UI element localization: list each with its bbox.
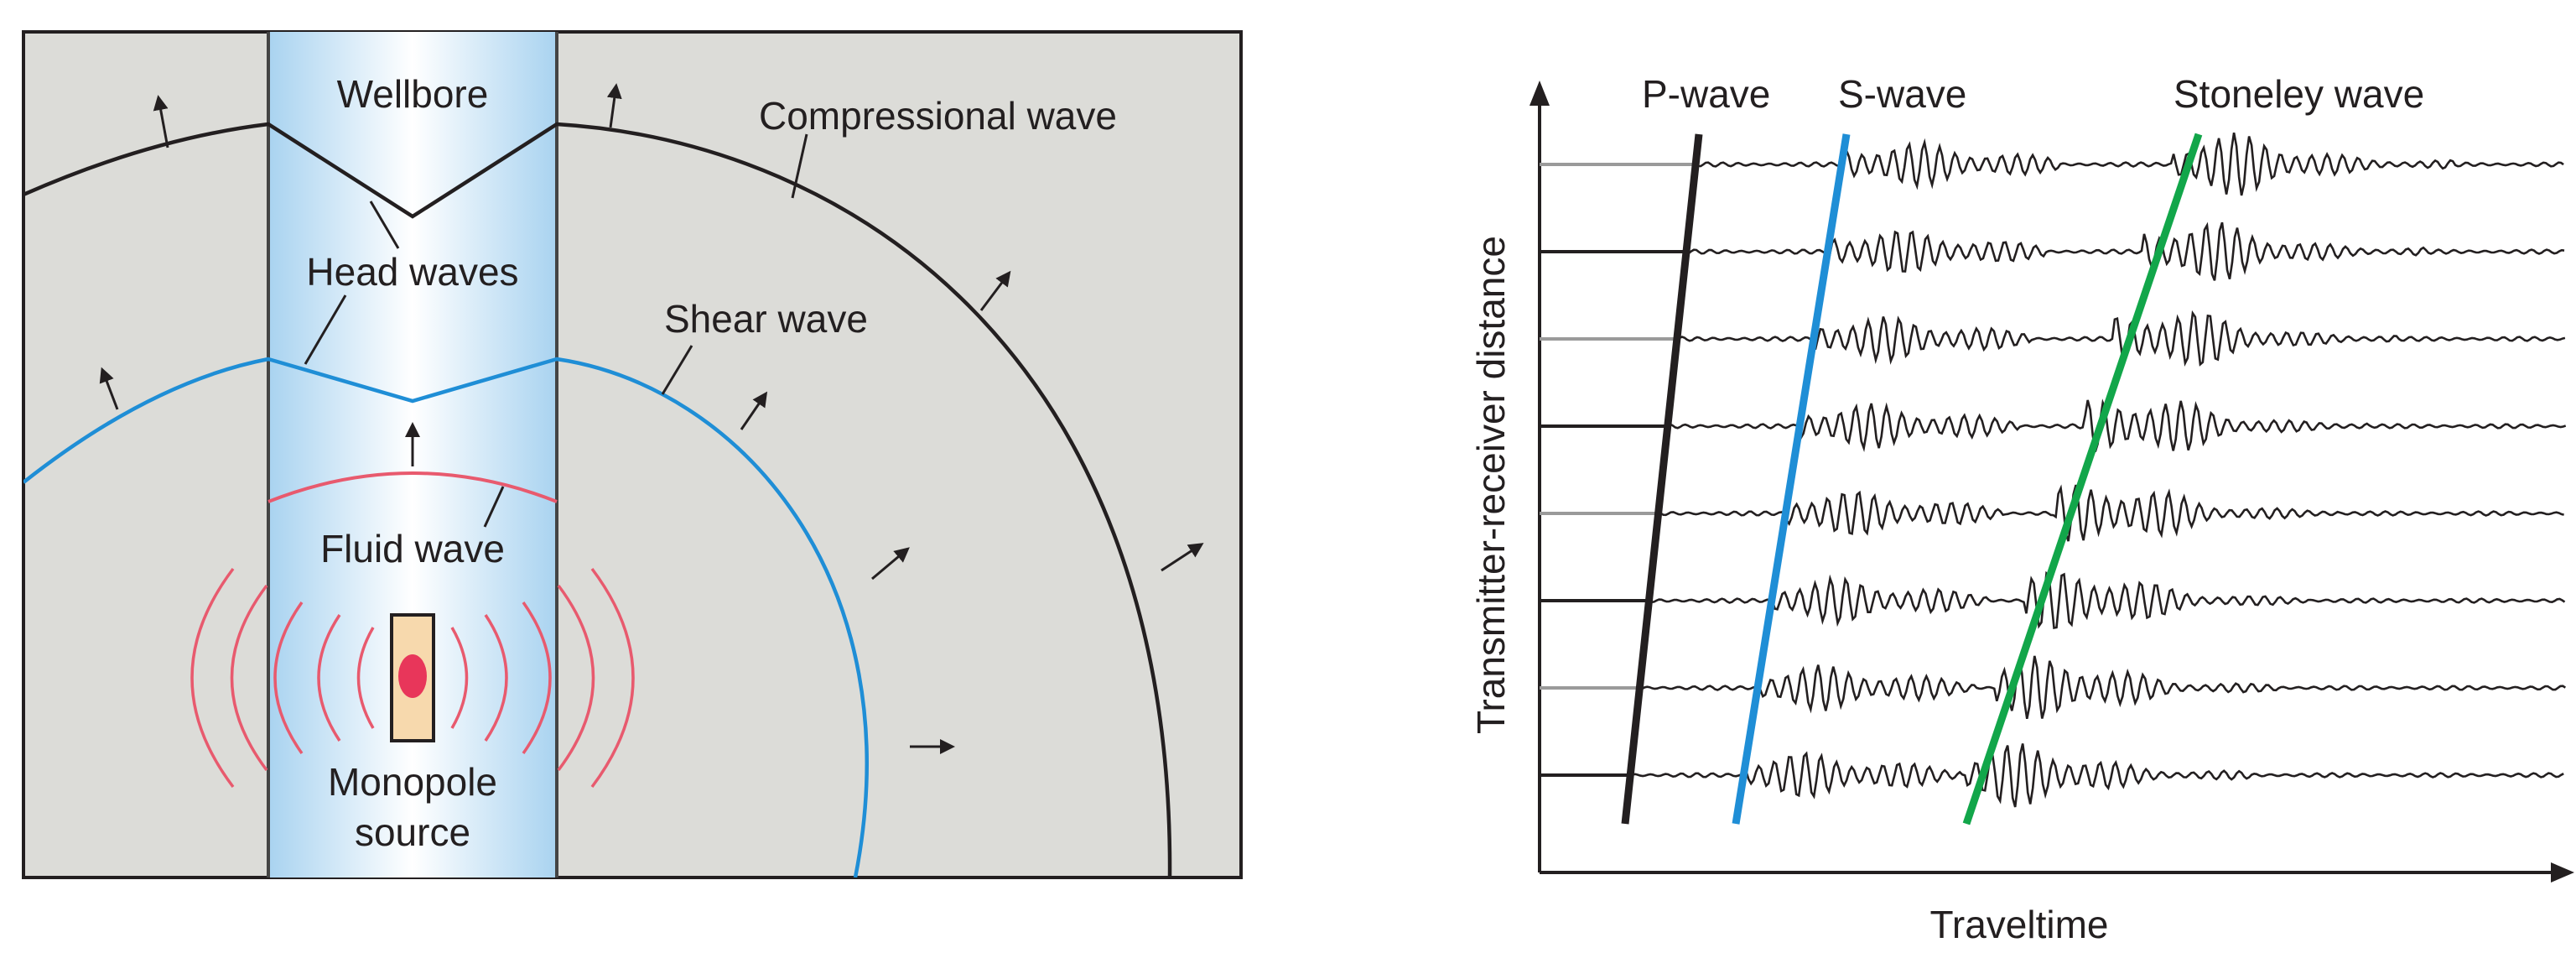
- monopole-source-label-line2: source: [355, 810, 470, 854]
- y-axis-label: Transmitter-receiver distance: [1469, 236, 1513, 734]
- waveform-trace: [1695, 132, 2564, 196]
- x-axis-arrow-icon: [2551, 862, 2574, 883]
- waveform-trace: [1675, 310, 2566, 367]
- head-waves-leader-upper: [369, 200, 400, 249]
- arrow-icon: [979, 270, 1011, 311]
- shear-wavefront: [23, 357, 869, 877]
- compressional-wave-label: Compressional wave: [759, 94, 1117, 138]
- monopole-source-core: [398, 654, 427, 698]
- waveform-trace: [1666, 398, 2567, 452]
- monopole-source-label-line1: Monopole: [328, 760, 497, 804]
- s-wave-label: S-wave: [1838, 72, 1966, 116]
- fluid-wave-label: Fluid wave: [320, 527, 505, 570]
- waveform-trace: [1648, 570, 2566, 630]
- p-wave-moveout-line: [1621, 133, 1703, 825]
- source-emission-arcs: [190, 567, 635, 789]
- waveform-trace: [1657, 484, 2564, 542]
- x-axis-label: Traveltime: [1930, 903, 2109, 946]
- fluid-wave-leader: [483, 486, 505, 528]
- leader-lines: [304, 133, 808, 528]
- compressional-leader: [791, 133, 808, 199]
- formation-background: [22, 30, 1243, 879]
- waveform-record: P-wave S-wave Stoneley wave Traveltime T…: [1469, 72, 2574, 946]
- s-wave-moveout-line: [1732, 133, 1851, 825]
- propagation-arrows: [99, 83, 1204, 754]
- arrow-icon: [871, 547, 910, 581]
- wellbore-label: Wellbore: [337, 72, 489, 116]
- stoneley-wave-moveout-line: [1962, 133, 2203, 825]
- arrow-icon: [740, 391, 768, 430]
- arrow-icon: [606, 83, 622, 128]
- shear-wave-label: Shear wave: [664, 297, 868, 341]
- waveform-trace: [1628, 743, 2564, 808]
- waveform-trace: [1639, 655, 2567, 720]
- arrow-icon: [99, 367, 119, 410]
- p-wave-label: P-wave: [1642, 72, 1770, 116]
- head-waves-leader-lower: [304, 294, 347, 365]
- shear-leader: [661, 345, 693, 395]
- y-axis-arrow-icon: [1530, 81, 1550, 106]
- arrow-icon: [153, 95, 169, 148]
- head-waves-label: Head waves: [306, 250, 518, 294]
- compressional-wavefront: [23, 122, 1172, 877]
- waveform-trace: [1685, 221, 2565, 281]
- stoneley-wave-label: Stoneley wave: [2174, 72, 2424, 116]
- waveform-traces: [1540, 132, 2567, 808]
- fluid-wavefront: [267, 471, 558, 503]
- borehole-diagram: Wellbore Head waves Fluid wave Shear wav…: [22, 30, 1243, 879]
- arrow-icon: [1161, 543, 1204, 572]
